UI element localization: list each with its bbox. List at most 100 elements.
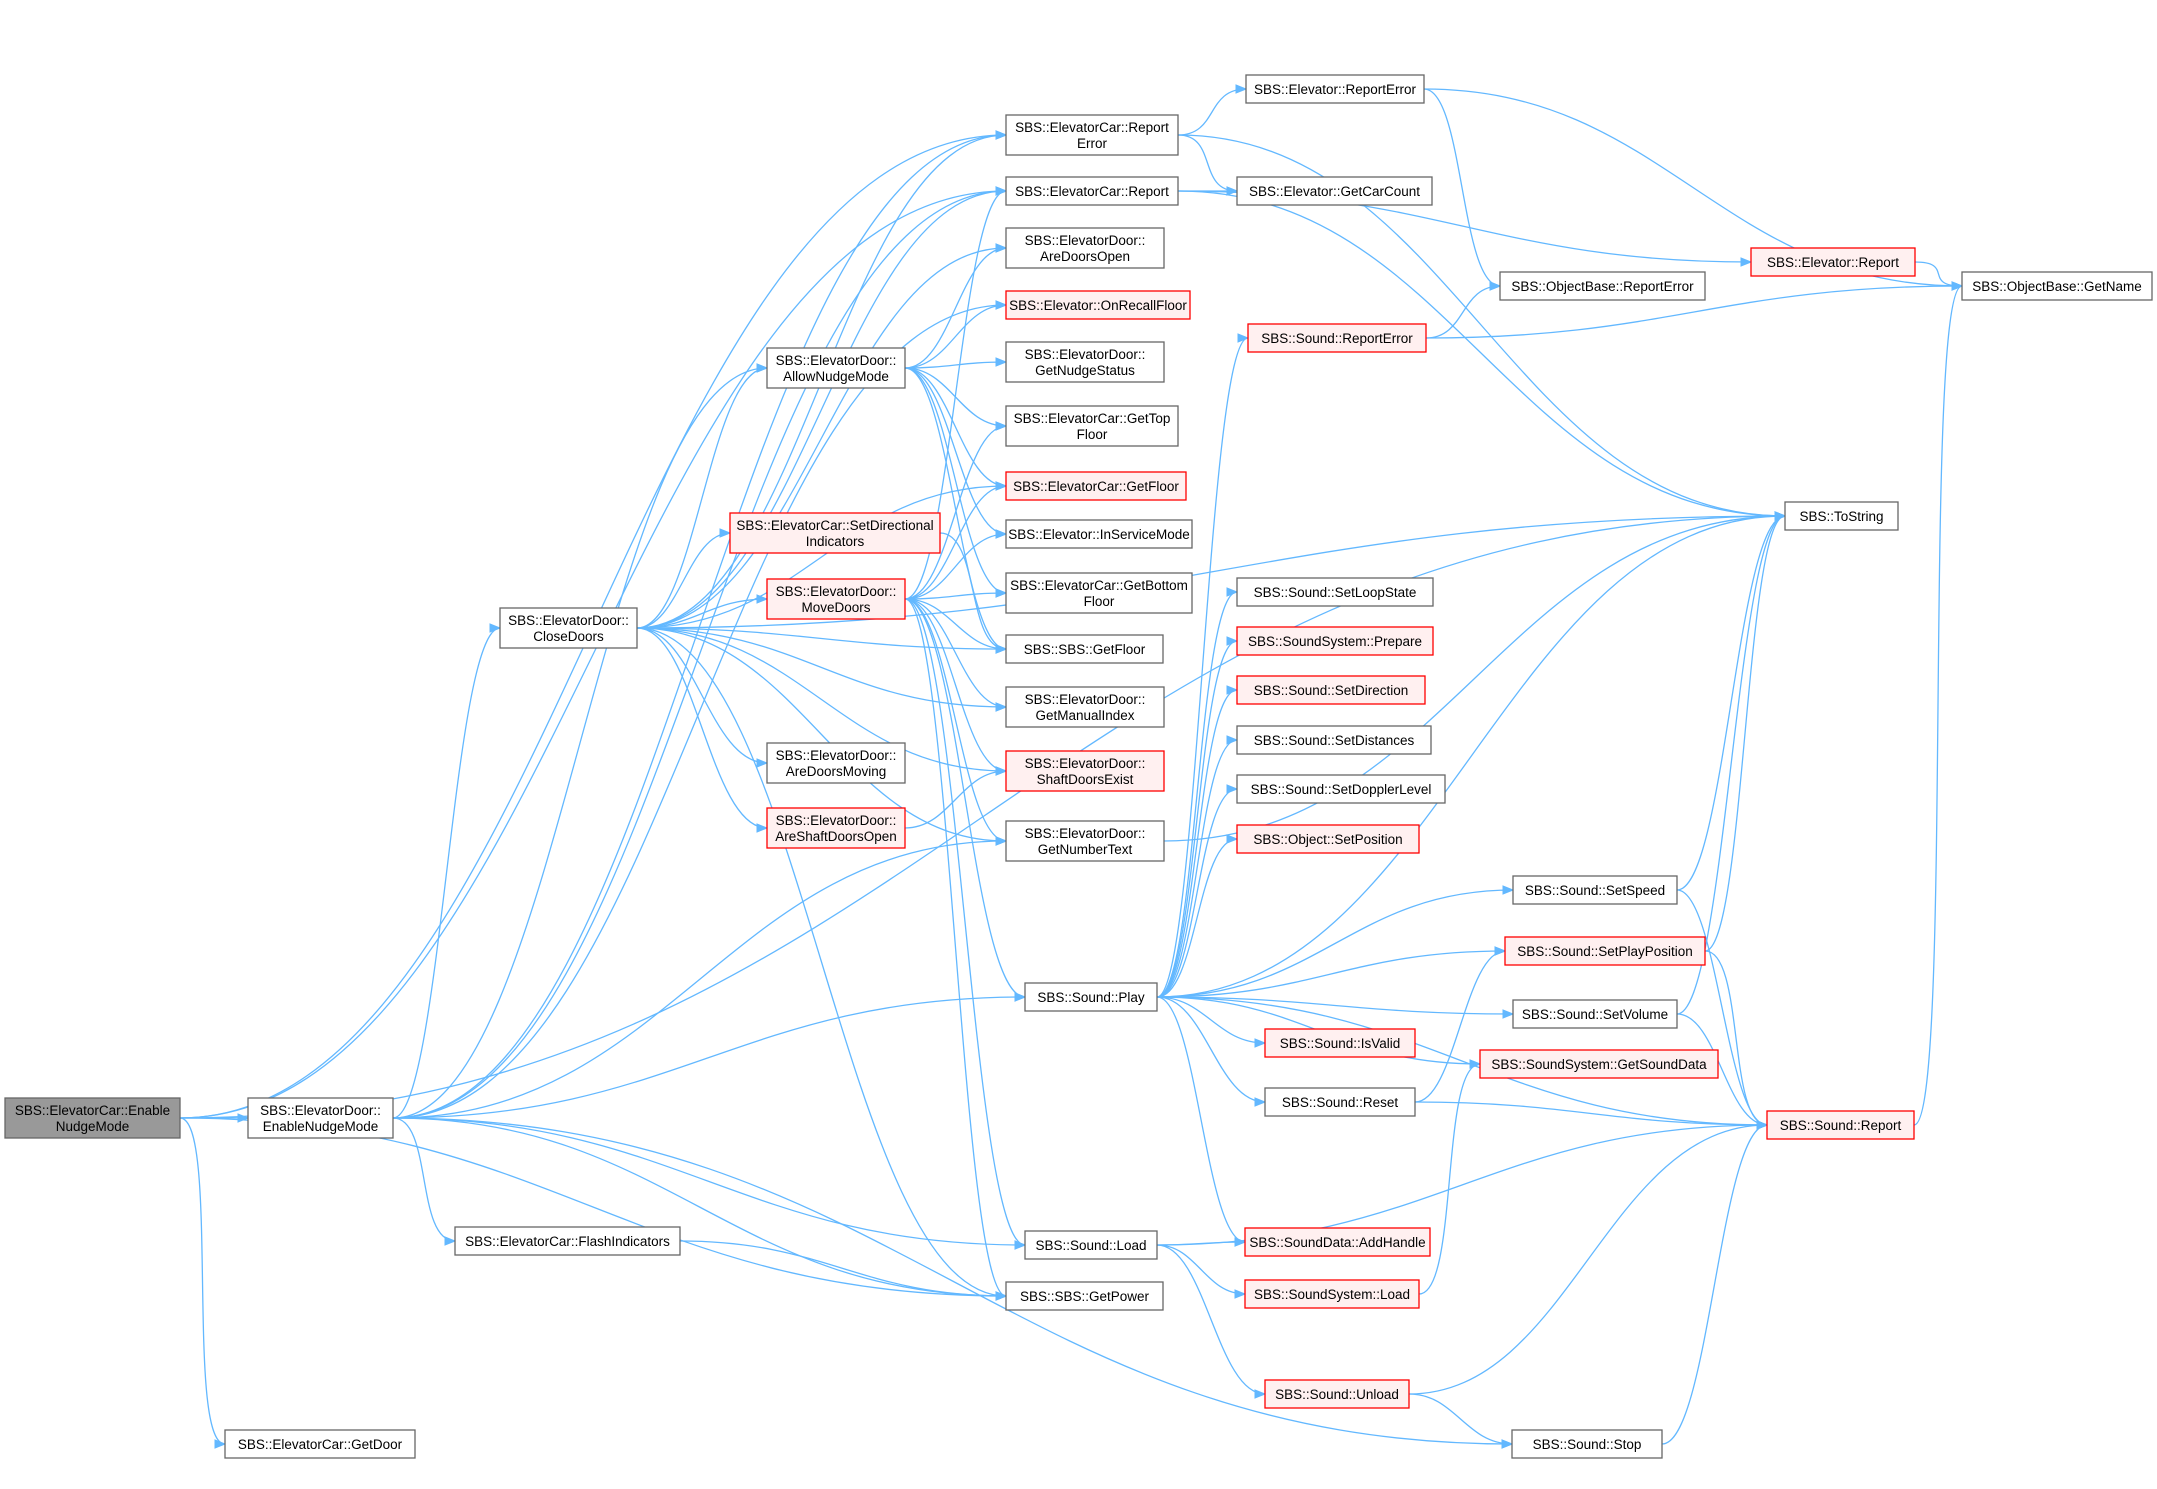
node-elevReportErr[interactable]: SBS::Elevator::ReportError — [1245, 74, 1425, 104]
node-carGetFloor[interactable]: SBS::ElevatorCar::GetFloor — [1005, 471, 1187, 501]
node-unload[interactable]: SBS::Sound::Unload — [1264, 1379, 1410, 1409]
node-label: ShaftDoorsExist — [1037, 772, 1134, 787]
edge-play-to-playPos — [1156, 946, 1507, 998]
node-sbsGetFloor[interactable]: SBS::SBS::GetFloor — [1005, 634, 1164, 664]
node-box — [247, 1097, 394, 1139]
edge-sysLoad-to-getSoundData — [1418, 1059, 1482, 1295]
node-moveDoors[interactable]: SBS::ElevatorDoor::MoveDoors — [766, 578, 906, 620]
node-label: SBS::ElevatorDoor:: — [776, 353, 897, 368]
node-setVolume[interactable]: SBS::Sound::SetVolume — [1512, 999, 1678, 1029]
edge-edNudge-to-closeDoors — [392, 623, 502, 1119]
node-setDirection[interactable]: SBS::Sound::SetDirection — [1236, 675, 1426, 705]
edge-moveDoors-to-getTop — [904, 421, 1008, 600]
node-label: AreDoorsMoving — [786, 764, 887, 779]
node-box — [1236, 675, 1426, 705]
edge-closeDoors-to-allowNudge — [636, 363, 769, 629]
node-label: SBS::Elevator::ReportError — [1254, 82, 1417, 97]
node-getDoor[interactable]: SBS::ElevatorCar::GetDoor — [224, 1429, 416, 1459]
node-load[interactable]: SBS::Sound::Load — [1024, 1230, 1158, 1260]
node-getNudgeStatus[interactable]: SBS::ElevatorDoor::GetNudgeStatus — [1005, 341, 1165, 383]
node-box — [1236, 824, 1420, 854]
edge-flash-to-getPower — [679, 1240, 1008, 1301]
node-box — [1005, 176, 1179, 206]
node-box — [1264, 1379, 1410, 1409]
node-label: SBS::Object::SetPosition — [1253, 832, 1402, 847]
node-numberText[interactable]: SBS::ElevatorDoor::GetNumberText — [1005, 820, 1165, 862]
node-areShaftOpen[interactable]: SBS::ElevatorDoor::AreShaftDoorsOpen — [766, 807, 906, 849]
node-label: SBS::Sound::SetLoopState — [1254, 585, 1417, 600]
edge-setSpeed-to-toString — [1676, 511, 1787, 891]
node-reset[interactable]: SBS::Sound::Reset — [1264, 1087, 1416, 1117]
node-label: SBS::ElevatorCar::Report — [1015, 184, 1169, 199]
node-label: SBS::Sound::IsValid — [1280, 1036, 1401, 1051]
node-areMoving[interactable]: SBS::ElevatorDoor::AreDoorsMoving — [766, 742, 906, 784]
node-setSpeed[interactable]: SBS::Sound::SetSpeed — [1512, 875, 1678, 905]
node-getName[interactable]: SBS::ObjectBase::GetName — [1961, 271, 2153, 301]
node-sysLoad[interactable]: SBS::SoundSystem::Load — [1244, 1279, 1420, 1309]
node-objReportErr[interactable]: SBS::ObjectBase::ReportError — [1499, 271, 1706, 301]
edge-play-to-soundReportErr — [1156, 333, 1250, 998]
node-carCount[interactable]: SBS::Elevator::GetCarCount — [1236, 176, 1433, 206]
node-closeDoors[interactable]: SBS::ElevatorDoor::CloseDoors — [499, 607, 638, 649]
node-areOpen[interactable]: SBS::ElevatorDoor::AreDoorsOpen — [1005, 227, 1165, 269]
node-label: SBS::Sound::Play — [1037, 990, 1145, 1005]
edge-carReportErr-to-carCount — [1177, 134, 1239, 196]
node-label: SBS::ElevatorDoor:: — [776, 584, 897, 599]
edge-closeDoors-to-setDir — [636, 528, 732, 629]
edge-allowNudge-to-areOpen — [904, 243, 1008, 369]
edge-root-to-getDoor — [179, 1117, 227, 1449]
edge-moveDoors-to-getBottom — [904, 588, 1008, 600]
node-shaftExist[interactable]: SBS::ElevatorDoor::ShaftDoorsExist — [1005, 750, 1165, 792]
node-box — [1512, 875, 1678, 905]
edge-moveDoors-to-load — [904, 598, 1027, 1250]
node-box — [1005, 471, 1187, 501]
node-getSoundData[interactable]: SBS::SoundSystem::GetSoundData — [1479, 1049, 1719, 1079]
node-root[interactable]: SBS::ElevatorCar::EnableNudgeMode — [4, 1097, 181, 1139]
node-onRecall[interactable]: SBS::Elevator::OnRecallFloor — [1005, 290, 1191, 320]
node-getPower[interactable]: SBS::SBS::GetPower — [1005, 1281, 1164, 1311]
node-label: SBS::Sound::SetDistances — [1254, 733, 1415, 748]
node-setDistances[interactable]: SBS::Sound::SetDistances — [1236, 725, 1432, 755]
node-isValid[interactable]: SBS::Sound::IsValid — [1264, 1028, 1416, 1058]
node-carReportErr[interactable]: SBS::ElevatorCar::ReportError — [1005, 114, 1179, 156]
node-box — [1961, 271, 2153, 301]
node-label: SBS::ElevatorCar::GetTop — [1014, 411, 1171, 426]
node-manualIndex[interactable]: SBS::ElevatorDoor::GetManualIndex — [1005, 686, 1165, 728]
node-stop[interactable]: SBS::Sound::Stop — [1511, 1429, 1663, 1459]
node-soundReport[interactable]: SBS::Sound::Report — [1766, 1110, 1915, 1140]
edge-edNudge-to-carReport — [392, 186, 1008, 1119]
node-playPos[interactable]: SBS::Sound::SetPlayPosition — [1504, 936, 1706, 966]
node-label: SBS::Elevator::GetCarCount — [1249, 184, 1420, 199]
node-doppler[interactable]: SBS::Sound::SetDopplerLevel — [1236, 774, 1446, 804]
node-prepare[interactable]: SBS::SoundSystem::Prepare — [1236, 626, 1434, 656]
edge-edNudge-to-numberText — [392, 836, 1008, 1119]
node-edNudge[interactable]: SBS::ElevatorDoor::EnableNudgeMode — [247, 1097, 394, 1139]
edge-play-to-isValid — [1156, 996, 1267, 1048]
node-setPosition[interactable]: SBS::Object::SetPosition — [1236, 824, 1420, 854]
node-inService[interactable]: SBS::Elevator::InServiceMode — [1005, 519, 1193, 549]
node-label: Floor — [1084, 594, 1115, 609]
node-label: SBS::ObjectBase::ReportError — [1511, 279, 1694, 294]
edge-edNudge-to-getPower — [392, 1117, 1008, 1301]
node-label: SBS::ElevatorDoor:: — [1025, 756, 1146, 771]
node-setDir[interactable]: SBS::ElevatorCar::SetDirectionalIndicato… — [729, 512, 941, 554]
node-soundReportErr[interactable]: SBS::Sound::ReportError — [1247, 323, 1427, 353]
edge-edNudge-to-flash — [392, 1117, 457, 1246]
node-loopState[interactable]: SBS::Sound::SetLoopState — [1236, 577, 1434, 607]
node-flash[interactable]: SBS::ElevatorCar::FlashIndicators — [454, 1226, 681, 1256]
edge-moveDoors-to-sbsGetFloor — [904, 598, 1008, 654]
node-box — [1236, 725, 1432, 755]
node-box — [1512, 999, 1678, 1029]
node-label: SBS::ElevatorDoor:: — [260, 1103, 381, 1118]
node-addHandle[interactable]: SBS::SoundData::AddHandle — [1244, 1227, 1431, 1257]
node-elevReport[interactable]: SBS::Elevator::Report — [1750, 247, 1916, 277]
node-label: SBS::Elevator::Report — [1767, 255, 1899, 270]
node-carReport[interactable]: SBS::ElevatorCar::Report — [1005, 176, 1179, 206]
node-play[interactable]: SBS::Sound::Play — [1024, 982, 1158, 1012]
node-allowNudge[interactable]: SBS::ElevatorDoor::AllowNudgeMode — [766, 347, 906, 389]
node-toString[interactable]: SBS::ToString — [1784, 501, 1899, 531]
node-label: SBS::ElevatorCar::Enable — [15, 1103, 170, 1118]
